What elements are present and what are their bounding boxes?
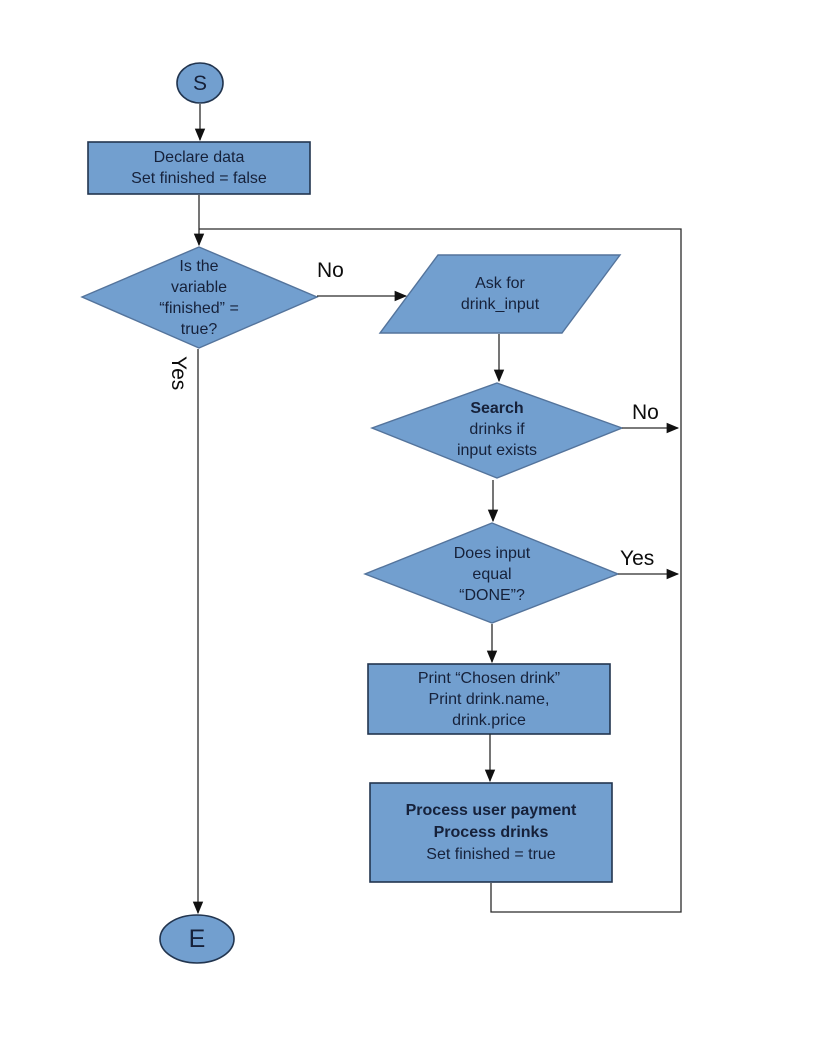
print-drink-box [367,663,611,735]
process-payment-label: Process user payment Process drinks Set … [370,783,612,882]
ask-input-parallelogram [378,254,622,334]
ask-input-label: Ask for drink_input [460,275,540,313]
done-yes-edge-label: Yes [620,547,655,570]
done-decision-diamond [363,522,620,624]
print-drink-label: Print “Chosen drink” Print drink.name, d… [417,669,561,729]
search-decision-title: Search [470,399,524,417]
start-terminal-shape [176,62,224,104]
end-terminal-label: E [188,924,206,953]
search-decision-label: Search drinks if input exists [387,394,607,464]
finished-decision-label: Is the variable “finished” = true? [159,258,239,338]
process-payment-text: Set finished = true [426,845,556,863]
start-terminal-label: S [192,71,207,95]
edge-loop-back [199,228,682,913]
done-decision-label: Does input equal “DONE”? [453,544,531,604]
declare-data-label: Declare data Set finished = false [131,149,267,187]
process-payment-box [369,782,613,883]
search-no-edge-label: No [632,401,659,424]
finished-decision-diamond [80,246,319,349]
search-decision-text: drinks if input exists [456,420,538,459]
end-terminal-shape [159,914,235,964]
declare-data-box [87,141,311,195]
process-payment-bold-text: Process user payment Process drinks [405,801,577,841]
search-decision-diamond [370,382,624,479]
finished-no-edge-label: No [317,259,344,282]
finished-yes-edge-label: Yes [167,356,190,391]
